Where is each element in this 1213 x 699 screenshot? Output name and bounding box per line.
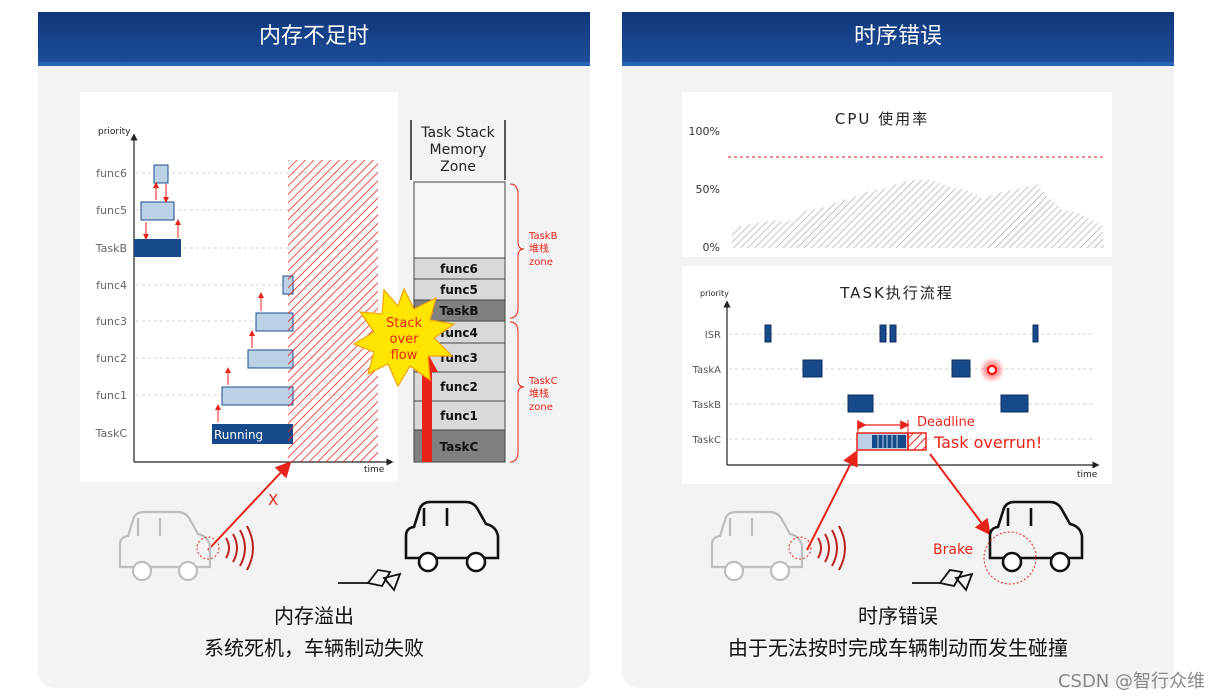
brake-pedal-icon [338, 569, 402, 592]
overflow-line3: flow [391, 348, 418, 363]
timing-caption-title: 时序错误 [858, 604, 938, 628]
bar-func6 [153, 164, 169, 184]
memory-panel: 内存不足时 priority time func6 [38, 12, 590, 688]
stack-cell-taskb: TaskB [439, 304, 478, 318]
taskb-bar-1 [847, 394, 874, 413]
taskb-bar-2 [1000, 394, 1029, 413]
timing-caption-desc: 由于无法按时完成车辆制动而发生碰撞 [728, 636, 1068, 660]
stack-header-line2: Memory [430, 142, 487, 158]
timing-panel-title: 时序错误 [622, 12, 1174, 66]
taskb-zone-brace [509, 183, 525, 319]
bar-func2 [247, 349, 294, 369]
radar-wave-icon-right [817, 525, 846, 571]
bar-func1 [221, 386, 294, 406]
overflow-hatch [288, 160, 378, 462]
front-car-icon-right [988, 500, 1084, 573]
bar-taskb [134, 239, 181, 257]
row-label-func5: func5 [96, 204, 127, 217]
stack-cell-func1: func1 [440, 409, 478, 423]
watermark: CSDN @智行众维 [1057, 671, 1205, 692]
stack-free-space [413, 181, 506, 259]
radar-sensor-icon-right [788, 536, 812, 560]
overflow-line1: Stack [386, 316, 422, 331]
memory-caption-title: 内存溢出 [274, 604, 354, 628]
stack-cell-func2: func2 [440, 380, 478, 394]
cpu-tick-0: 0% [703, 241, 720, 254]
stack-cell-func6: func6 [440, 262, 478, 276]
isr-bar-2 [879, 324, 887, 343]
taskb-zone-line3: zone [529, 257, 553, 268]
memory-panel-title: 内存不足时 [38, 12, 590, 66]
sensor-to-taskc-arrow [806, 449, 858, 551]
stack-cell-func5: func5 [440, 283, 478, 297]
taska-bar-1 [802, 359, 823, 378]
stack-growth-arrow-body [422, 370, 432, 462]
brake-pedal-icon-right [912, 569, 974, 592]
deadline-label: Deadline [917, 415, 975, 430]
overflow-line2: over [390, 332, 420, 347]
running-label: Running [214, 428, 263, 442]
cpu-tick-50: 50% [696, 183, 720, 196]
row-label-taskc: TaskC [95, 427, 128, 440]
front-car-icon [404, 500, 500, 573]
task-flow-title: TASK执行流程 [839, 284, 954, 302]
memory-diagram: priority time func6 func5 TaskB func4 fu… [80, 92, 558, 592]
stack-cell-taskc: TaskC [440, 440, 479, 454]
isr-bar-4 [1032, 324, 1039, 343]
x-axis-label: time [364, 465, 385, 475]
row-label-func6: func6 [96, 167, 127, 180]
cpu-tick-100: 100% [689, 125, 720, 138]
taskc-zone-brace [509, 321, 525, 463]
row-label-taskb: TaskB [95, 242, 127, 255]
radar-sensor-icon [196, 536, 220, 560]
flow-row-taska: TaskA [692, 365, 722, 376]
row-label-func3: func3 [96, 315, 127, 328]
timing-diagram: CPU 使用率 100% 50% 0% TASK执行流程 priority ti… [682, 92, 1112, 592]
memory-caption-desc: 系统死机，车辆制动失败 [204, 636, 424, 660]
ego-car-icon [118, 510, 212, 582]
radar-wave-icon [225, 525, 254, 571]
taskb-zone-line1: TaskB [528, 231, 558, 242]
flow-row-taskb: TaskB [692, 400, 722, 411]
flow-row-taskc: TaskC [691, 435, 721, 446]
taskc-zone-line2: 堆栈 [529, 387, 549, 400]
sensor-to-task-arrow [207, 461, 292, 551]
bar-taskc [212, 424, 293, 444]
flow-x-axis-label: time [1077, 470, 1098, 480]
stack-header-line3: Zone [440, 159, 476, 175]
isr-bar-3 [889, 324, 897, 343]
ego-car-icon-right [710, 510, 804, 582]
taskc-zone-line3: zone [529, 402, 553, 413]
row-label-func4: func4 [96, 279, 127, 292]
y-axis-label: priority [98, 127, 131, 137]
overrun-to-brake-arrow [929, 453, 991, 536]
brake-wheel-highlight [983, 531, 1037, 585]
isr-bar-1 [764, 324, 772, 343]
brake-label: Brake [933, 542, 973, 558]
bar-func3 [255, 312, 294, 332]
taskb-zone-line2: 堆栈 [529, 242, 549, 255]
taska-bar-2 [951, 359, 971, 378]
row-label-func2: func2 [96, 352, 127, 365]
taskc-overrun-hatch [907, 432, 927, 451]
bar-func5 [140, 201, 175, 221]
taskc-zone-line1: TaskC [528, 376, 558, 387]
flow-y-axis-label: priority [700, 289, 729, 298]
timing-panel: 时序错误 CPU 使用率 100% 50% [622, 12, 1174, 688]
flow-row-isr: ISR [705, 330, 721, 341]
stack-header-line1: Task Stack [420, 125, 495, 141]
cpu-usage-title: CPU 使用率 [835, 110, 929, 128]
stack-overflow-burst [352, 287, 456, 388]
stack-cell-func4: func4 [440, 326, 478, 340]
cpu-usage-area [732, 180, 1104, 248]
row-label-func1: func1 [96, 389, 127, 402]
overrun-label: Task overrun! [933, 433, 1042, 452]
x-mark: X [268, 491, 278, 509]
